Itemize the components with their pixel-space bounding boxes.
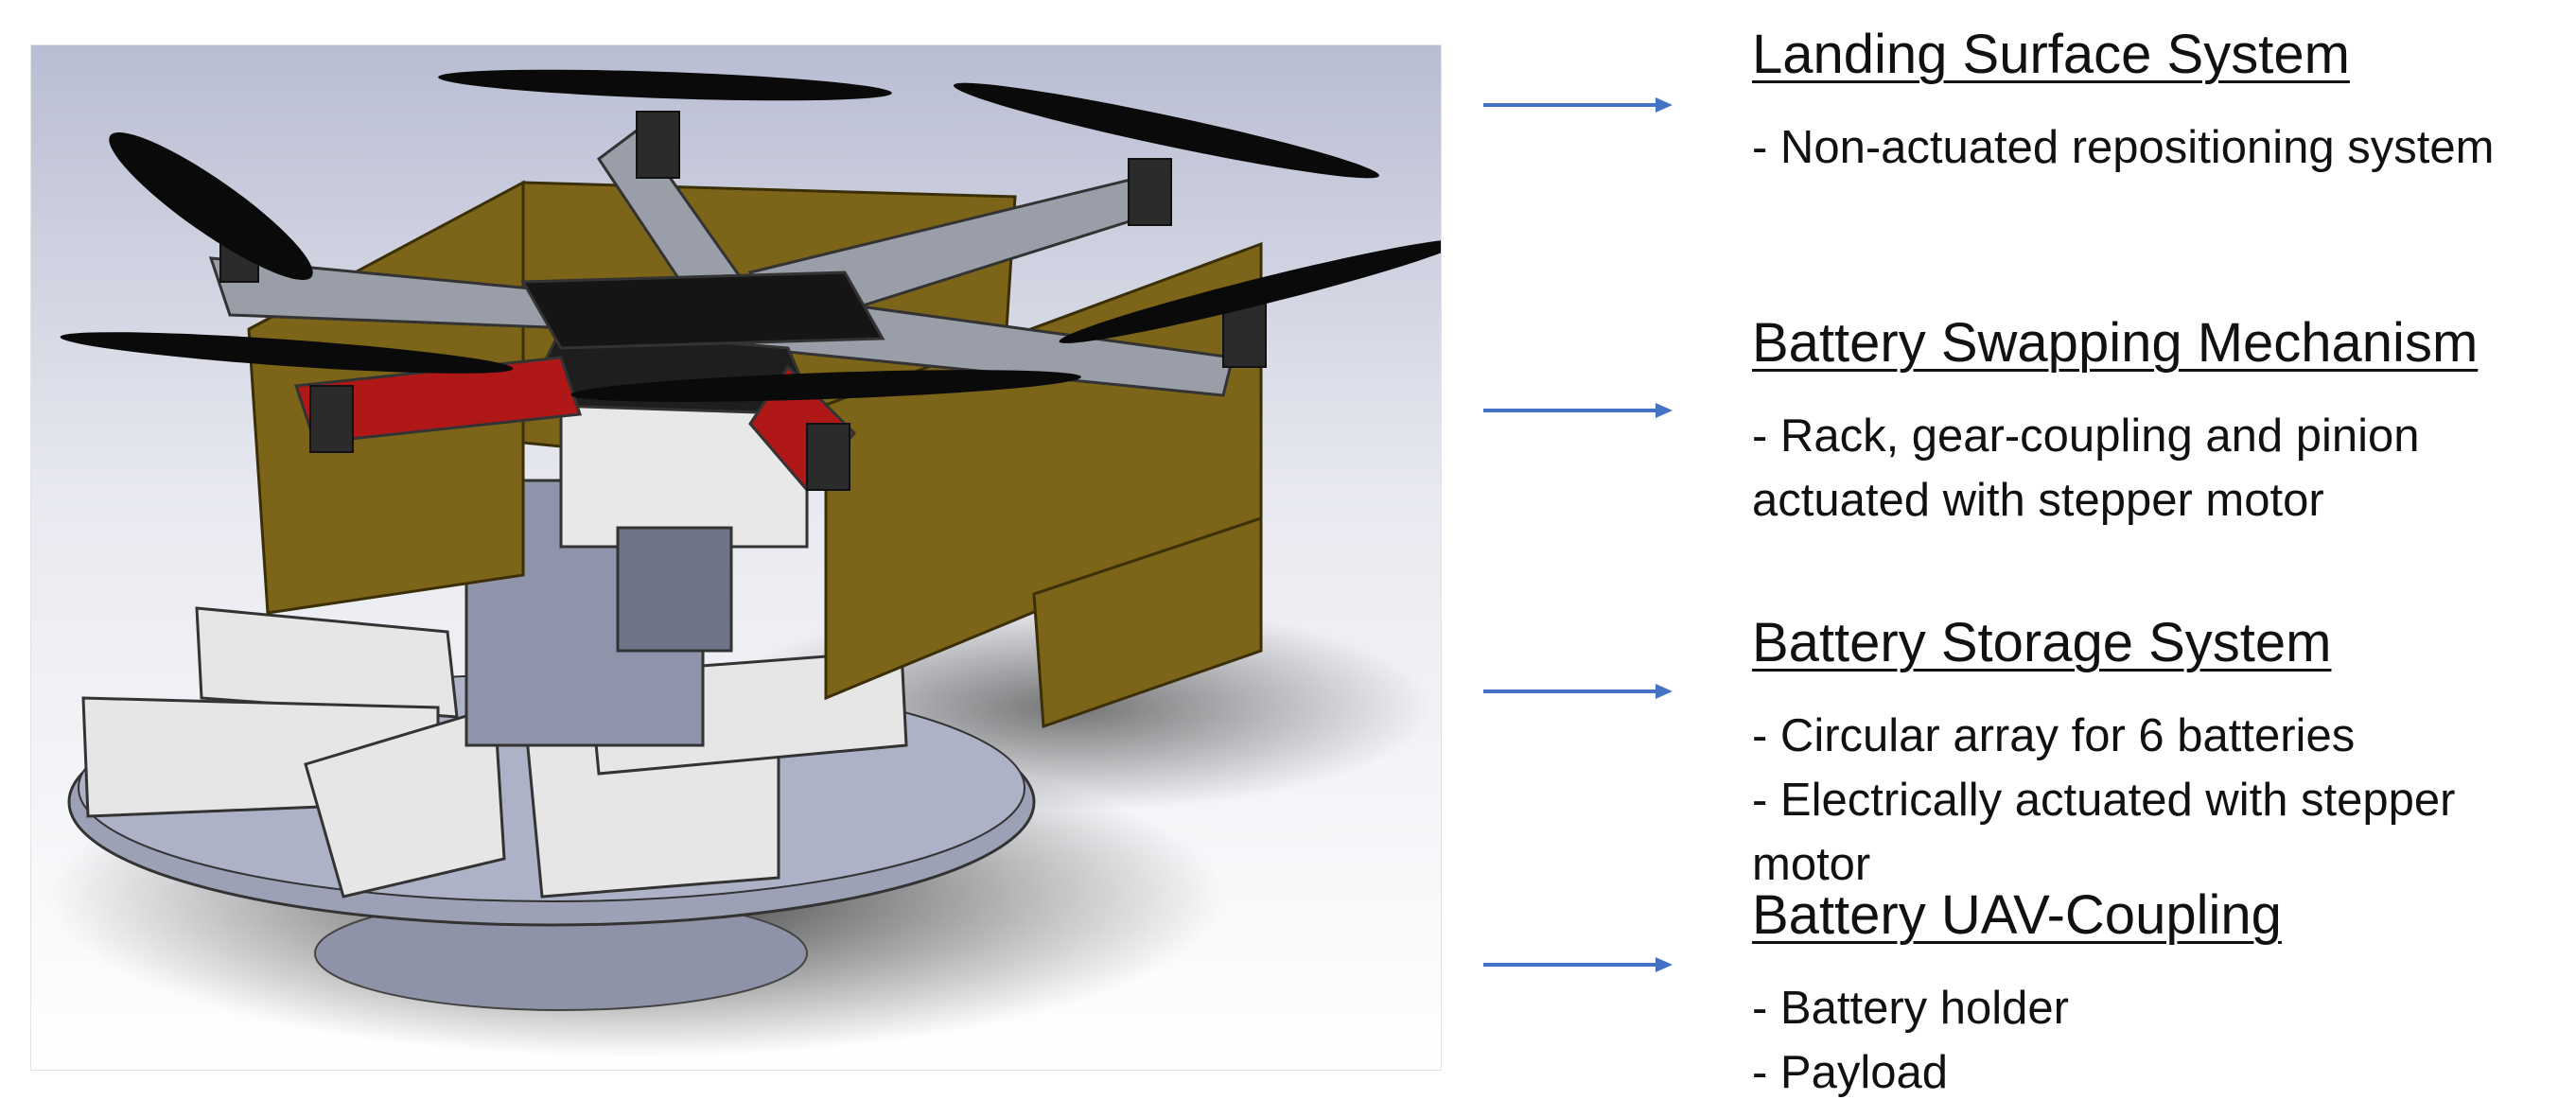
section-line: - Payload xyxy=(1752,1046,1949,1098)
motors xyxy=(219,111,1267,491)
section-line: - Rack, gear-coupling and pinion actuate… xyxy=(1752,410,2420,526)
section-landing-surface: Landing Surface System - Non-actuated re… xyxy=(1752,24,2566,180)
section-battery-swapping: Battery Swapping Mechanism - Rack, gear-… xyxy=(1752,312,2566,532)
propellers xyxy=(60,69,1441,402)
section-line: - Battery holder xyxy=(1752,982,2069,1034)
section-heading: Battery Storage System xyxy=(1752,612,2332,673)
section-heading: Landing Surface System xyxy=(1752,24,2350,85)
section-battery-storage: Battery Storage System - Circular array … xyxy=(1752,612,2566,897)
section-uav-coupling: Battery UAV-Coupling - Battery holder - … xyxy=(1752,884,2566,1105)
section-line: - Circular array for 6 batteries xyxy=(1752,709,2356,761)
arrow-battery-storage xyxy=(1483,682,1673,701)
arrow-battery-swapping xyxy=(1483,401,1673,420)
arrow-uav-coupling xyxy=(1483,955,1673,974)
section-heading: Battery Swapping Mechanism xyxy=(1752,312,2479,374)
drone-station-render xyxy=(30,44,1442,1071)
section-line: - Electrically actuated with stepper mot… xyxy=(1752,774,2456,890)
section-heading: Battery UAV-Coupling xyxy=(1752,884,2282,946)
arrow-landing-surface xyxy=(1483,96,1673,114)
section-line: - Non-actuated repositioning system xyxy=(1752,121,2495,173)
